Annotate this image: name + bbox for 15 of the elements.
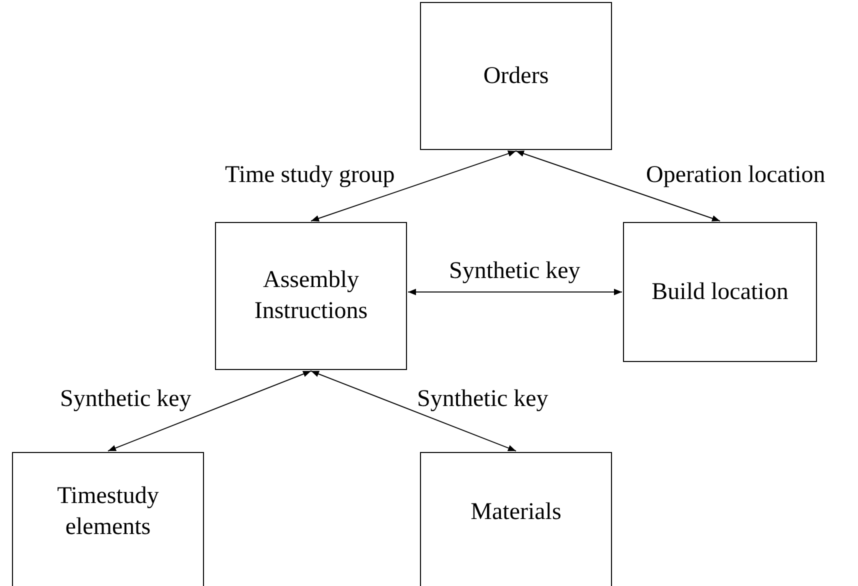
arrow [108, 370, 312, 452]
edge-label: Synthetic key [449, 257, 580, 286]
edge-label: Synthetic key [60, 385, 192, 414]
entity-box: Materials [420, 452, 612, 586]
edge-label: Time study group [225, 161, 395, 190]
arrow [408, 288, 622, 296]
arrow [310, 370, 516, 452]
entity-box: Assembly Instructions [215, 222, 407, 370]
edge-label: Synthetic key [417, 385, 548, 414]
arrow [516, 150, 720, 222]
entity-box: Timestudy elements [12, 452, 204, 586]
entity-box: Build location [623, 222, 817, 362]
edge-label: Operation location [646, 161, 826, 190]
arrow [310, 150, 516, 222]
entity-box: Orders [420, 2, 612, 150]
